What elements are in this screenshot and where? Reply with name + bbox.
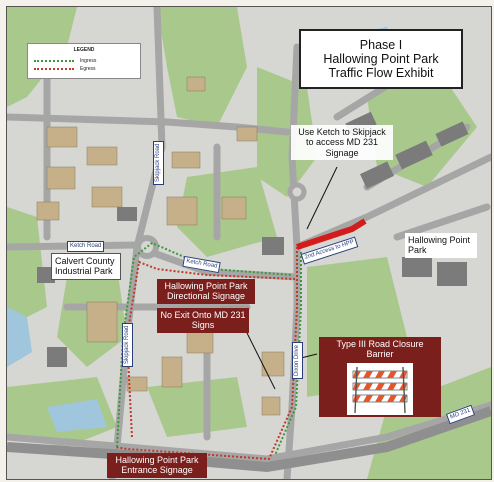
- directional-signage-callout: Hallowing Point Park Directional Signage: [157, 279, 255, 304]
- ketch-to-skipjack-callout: Use Ketch to Skipjack to access MD 231 S…: [291, 125, 393, 161]
- road-tag-skipjack-upper: Skipjack Road: [153, 140, 164, 185]
- egress-swatch: [34, 67, 74, 70]
- site-map: Phase I Hallowing Point Park Traffic Flo…: [6, 6, 492, 480]
- entrance-signage-callout: Hallowing Point Park Entrance Signage: [107, 453, 207, 478]
- barrier-label: Type III Road Closure Barrier: [336, 339, 424, 360]
- title-line-2: Hallowing Point Park: [323, 52, 439, 66]
- legend-label-egress: Egress: [80, 65, 96, 72]
- road-tag-dixon: Dixon Drive: [292, 341, 303, 379]
- legend-item-egress: Egress: [34, 65, 96, 72]
- legend-label-ingress: Ingress: [80, 57, 97, 64]
- road-tag-ketch-left: Ketch Road: [67, 241, 105, 252]
- calvert-industrial-park-label: Calvert County Industrial Park: [51, 253, 121, 280]
- title-box: Phase I Hallowing Point Park Traffic Flo…: [299, 29, 463, 89]
- road-closure-barrier-box: Type III Road Closure Barrier: [319, 337, 441, 417]
- road-tag-skipjack-lower: Skipjack Road: [122, 322, 133, 367]
- legend-heading: LEGEND: [73, 47, 95, 53]
- barrier-icon: [347, 362, 413, 415]
- second-access-highlight: [296, 218, 367, 250]
- legend: LEGEND Ingress Egress: [27, 43, 141, 79]
- title-line-1: Phase I: [359, 38, 403, 52]
- legend-item-ingress: Ingress: [34, 57, 96, 64]
- buildings-grey: [37, 111, 469, 367]
- md231-highway: [7, 406, 491, 473]
- ingress-swatch: [34, 59, 74, 62]
- no-exit-md231-callout: No Exit Onto MD 231 Signs: [157, 308, 249, 333]
- hallowing-point-park-label: Hallowing Point Park: [405, 233, 477, 258]
- title-line-3: Traffic Flow Exhibit: [328, 66, 434, 80]
